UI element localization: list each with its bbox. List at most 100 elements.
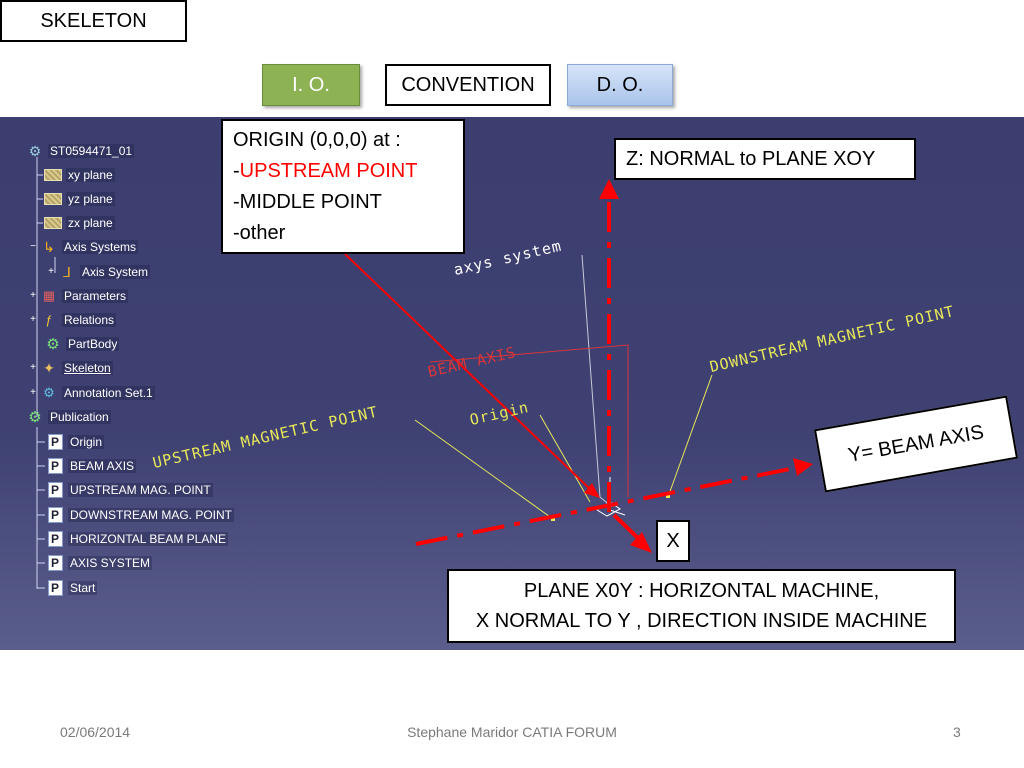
- tree-item-annotation-set[interactable]: + ⚙ Annotation Set.1: [28, 383, 155, 403]
- tree-item-label: Annotation Set.1: [62, 386, 155, 400]
- tree-item-origin[interactable]: P Origin: [46, 432, 105, 452]
- tree-item-parameters[interactable]: + ▦ Parameters: [28, 286, 129, 306]
- annotation-icon: ⚙: [43, 385, 55, 400]
- tree-item-start[interactable]: P Start: [46, 578, 98, 598]
- tree-item-yz-plane[interactable]: yz plane: [44, 189, 115, 209]
- convention-label: CONVENTION: [401, 73, 535, 96]
- origin-callout-upstream: -UPSTREAM POINT: [233, 156, 453, 187]
- footer-author: Stephane Maridor CATIA FORUM: [407, 724, 617, 740]
- tree-item-beam-axis[interactable]: P BEAM AXIS: [46, 456, 137, 476]
- publication-item-icon: P: [46, 580, 64, 596]
- skeleton-title-box: SKELETON: [0, 0, 187, 42]
- tree-item-label: Axis Systems: [62, 240, 139, 254]
- tree-root[interactable]: ⚙ ST0594471_01: [26, 141, 135, 161]
- plane-callout-line2: X NORMAL TO Y , DIRECTION INSIDE MACHINE: [475, 610, 928, 632]
- origin-pointer-arrowhead: [584, 483, 600, 498]
- collapse-icon[interactable]: −: [30, 241, 36, 252]
- expand-icon[interactable]: +: [30, 314, 36, 325]
- origin-callout-other: -other: [233, 222, 286, 244]
- tree-item-axis-system-pub[interactable]: P AXIS SYSTEM: [46, 553, 153, 573]
- origin-dash: -: [233, 160, 240, 182]
- publication-item-icon: P: [46, 458, 64, 474]
- origin-upstream-text: UPSTREAM POINT: [239, 160, 418, 182]
- expand-icon[interactable]: +: [30, 362, 36, 373]
- publication-item-icon: P: [46, 507, 64, 523]
- io-button-label: I. O.: [292, 73, 330, 96]
- publication-icon: ⚙: [28, 409, 42, 426]
- tree-item-label: Origin: [68, 435, 105, 449]
- tree-item-label: Start: [68, 581, 98, 595]
- tree-item-xy-plane[interactable]: xy plane: [44, 165, 115, 185]
- origin-callout-middle: -MIDDLE POINT: [233, 191, 382, 213]
- tree-item-label: PartBody: [66, 337, 120, 351]
- tree-item-label: DOWNSTREAM MAG. POINT: [68, 508, 234, 522]
- gear-icon: ⚙: [46, 336, 60, 353]
- plane-icon: [44, 191, 62, 207]
- skeleton-title: SKELETON: [40, 9, 147, 32]
- catia-viewport[interactable]: ⚙ ST0594471_01 xy plane yz plane zx plan…: [0, 117, 1024, 650]
- plane-icon: [44, 215, 62, 231]
- skeleton-icon: ✦: [43, 359, 55, 376]
- tree-item-label: Skeleton: [62, 361, 113, 375]
- tree-item-horizontal-beam-plane[interactable]: P HORIZONTAL BEAM PLANE: [46, 529, 229, 549]
- tree-item-label: yz plane: [66, 192, 115, 206]
- tree-item-label: BEAM AXIS: [68, 459, 137, 473]
- tree-item-label: zx plane: [66, 216, 115, 230]
- tree-item-label: Parameters: [62, 289, 129, 303]
- tree-item-zx-plane[interactable]: zx plane: [44, 213, 115, 233]
- footer-date: 02/06/2014: [60, 724, 131, 740]
- origin-leader-line: [539, 414, 591, 503]
- plane-xoy-callout: PLANE X0Y : HORIZONTAL MACHINE, X NORMAL…: [447, 569, 956, 643]
- expand-icon[interactable]: +: [48, 266, 54, 277]
- tree-item-label: Axis System: [80, 265, 151, 279]
- publication-item-icon: P: [46, 434, 64, 450]
- plane-callout-line1: PLANE X0Y : HORIZONTAL MACHINE,: [523, 580, 880, 602]
- publication-item-icon: P: [46, 531, 64, 547]
- footer-page-number: 3: [953, 724, 961, 740]
- tree-item-label: UPSTREAM MAG. POINT: [68, 483, 213, 497]
- tree-item-partbody[interactable]: ⚙ PartBody: [44, 334, 120, 354]
- z-axis-arrowhead: [599, 179, 619, 199]
- plane-icon: [44, 167, 62, 183]
- tree-item-axis-system[interactable]: + ⅃ Axis System: [46, 262, 151, 282]
- beam-axis-frame: [429, 344, 629, 497]
- x-axis-arrowhead: [630, 532, 652, 553]
- do-button[interactable]: D. O.: [567, 64, 673, 106]
- origin-pointer-line: [344, 253, 593, 492]
- z-axis-callout-text: Z: NORMAL to PLANE XOY: [626, 147, 876, 170]
- axis-system-icon: ⅃: [63, 263, 71, 280]
- do-button-label: D. O.: [596, 73, 644, 96]
- tree-root-label: ST0594471_01: [48, 144, 135, 158]
- origin-callout: ORIGIN (0,0,0) at : -UPSTREAM POINT -MID…: [221, 119, 465, 254]
- y-axis-callout-text: Y= BEAM AXIS: [846, 420, 986, 467]
- scene-graphics: [36, 157, 813, 589]
- origin-callout-title: ORIGIN (0,0,0) at :: [233, 129, 401, 151]
- publication-item-icon: P: [46, 482, 64, 498]
- magnetic-point-marks: [551, 494, 670, 521]
- io-button[interactable]: I. O.: [262, 64, 360, 106]
- tree-item-publication[interactable]: ⚙ Publication: [26, 407, 111, 427]
- tree-item-label: Relations: [62, 313, 117, 327]
- tree-item-label: xy plane: [66, 168, 115, 182]
- parameters-icon: ▦: [42, 288, 56, 303]
- tree-item-relations[interactable]: + ƒ Relations: [28, 310, 117, 330]
- tree-item-axis-systems[interactable]: − ↳ Axis Systems: [28, 237, 139, 257]
- z-axis-callout: Z: NORMAL to PLANE XOY: [614, 138, 916, 180]
- expand-icon[interactable]: +: [30, 290, 36, 301]
- tree-item-upstream-mag-point[interactable]: P UPSTREAM MAG. POINT: [46, 480, 213, 500]
- x-axis-callout: X: [656, 520, 690, 562]
- convention-box: CONVENTION: [385, 64, 551, 106]
- tree-item-skeleton[interactable]: + ✦ Skeleton: [28, 358, 113, 378]
- downstream-leader-line: [667, 374, 713, 498]
- publication-item-icon: P: [46, 555, 64, 571]
- tree-item-label: HORIZONTAL BEAM PLANE: [68, 532, 229, 546]
- tree-lines: [36, 157, 56, 589]
- relations-icon: ƒ: [45, 313, 53, 327]
- tree-item-label: Publication: [48, 410, 111, 424]
- expand-icon[interactable]: +: [30, 387, 36, 398]
- part-root-icon: ⚙: [28, 142, 42, 159]
- tree-item-downstream-mag-point[interactable]: P DOWNSTREAM MAG. POINT: [46, 505, 234, 525]
- axis-systems-icon: ↳: [43, 238, 55, 255]
- upstream-leader-line: [414, 419, 554, 520]
- tree-item-label: AXIS SYSTEM: [68, 556, 153, 570]
